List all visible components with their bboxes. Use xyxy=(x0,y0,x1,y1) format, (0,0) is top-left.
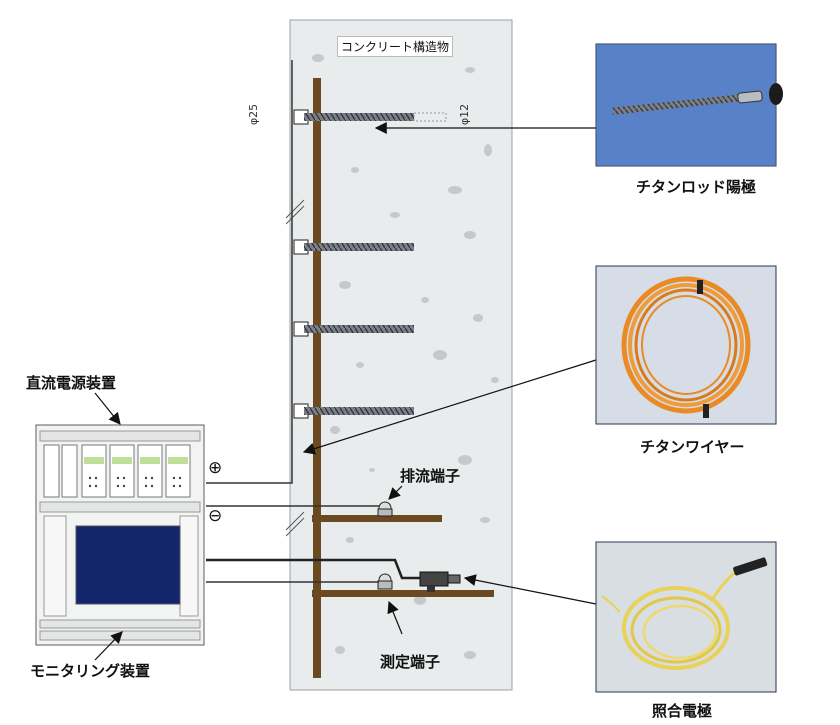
horizontal-rebar-lower xyxy=(312,590,494,597)
rod-diameter-label: φ12 xyxy=(458,103,472,126)
power-supply-cabinet xyxy=(35,424,205,646)
arrow-titanium-wire xyxy=(302,359,597,455)
power-modules xyxy=(43,444,191,498)
reference-electrode-cable xyxy=(206,558,420,580)
arrow-drain-terminal xyxy=(388,485,403,500)
arrow-monitoring-device xyxy=(94,631,123,661)
structure-label: コンクリート構造物 xyxy=(337,36,454,57)
minus-terminal-symbol: ⊖ xyxy=(208,506,223,526)
label-monitoring-device: モニタリング装置 xyxy=(30,662,151,680)
titanium-rod-anodes xyxy=(293,109,447,419)
anode-lead-wire xyxy=(206,60,293,484)
drain-terminal-fitting xyxy=(377,501,393,517)
label-dc-power-supply: 直流電源装置 xyxy=(26,374,117,392)
arrow-reference-electrode xyxy=(463,574,597,605)
measurement-terminal-fitting xyxy=(377,573,393,590)
horizontal-rebar-upper xyxy=(312,515,442,522)
photo-reference-electrode xyxy=(595,541,777,693)
monitor-screen xyxy=(75,525,181,605)
photo-titanium-wire xyxy=(595,265,777,425)
arrow-dc-power-supply xyxy=(94,392,121,425)
label-reference-electrode: 照合電極 xyxy=(652,702,713,720)
vertical-rebar xyxy=(313,78,321,678)
label-titanium-wire: チタンワイヤー xyxy=(640,438,745,456)
reference-electrode-body xyxy=(419,571,461,592)
bolt-diameter-label: φ25 xyxy=(247,103,261,126)
plus-terminal-symbol: ⊕ xyxy=(208,458,223,478)
arrow-measurement-terminal xyxy=(387,600,403,635)
label-titanium-rod-anode: チタンロッド陽極 xyxy=(636,178,757,196)
label-drain-terminal: 排流端子 xyxy=(400,467,461,485)
photo-titanium-rod-anode xyxy=(595,43,783,167)
label-measurement-terminal: 測定端子 xyxy=(380,653,441,671)
break-lines xyxy=(285,199,305,537)
